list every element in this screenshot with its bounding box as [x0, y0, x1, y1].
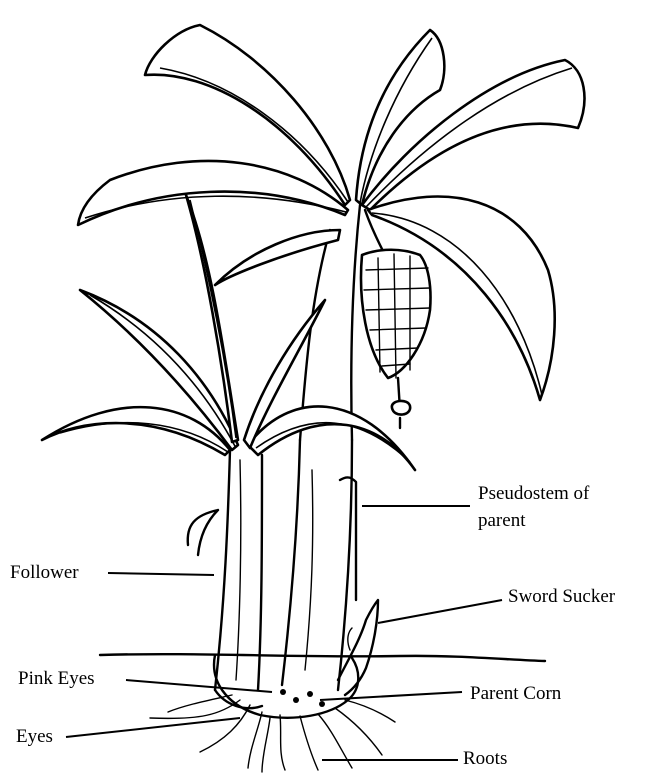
eyes-label: Eyes [16, 726, 53, 748]
parent-leaf-left [78, 161, 348, 225]
parent-leaf-lower-left [215, 230, 340, 285]
follower-leaf-left [42, 407, 230, 455]
parent-corn-label: Parent Corn [470, 683, 561, 705]
sword-sucker-leader-line [378, 600, 502, 623]
ground-line [100, 654, 545, 661]
pink-eyes-leader-line [126, 680, 272, 692]
banana-bunch-drawing [361, 210, 431, 428]
pink-eyes-label: Pink Eyes [18, 668, 95, 690]
eyes-leader-line [66, 718, 240, 737]
pseudostem-label-line1: Pseudostem of [478, 483, 589, 505]
roots-label: Roots [463, 748, 507, 770]
follower-label: Follower [10, 562, 79, 584]
follower-leader-line [108, 573, 214, 575]
pink-eyes-drawing [280, 689, 325, 707]
parent-corn-drawing [214, 655, 358, 718]
parent-corn-leader-line [320, 692, 462, 700]
pseudostem-label-line2: parent [478, 510, 525, 532]
parent-pseudostem-drawing [282, 440, 352, 690]
sword-sucker-label: Sword Sucker [508, 586, 615, 608]
